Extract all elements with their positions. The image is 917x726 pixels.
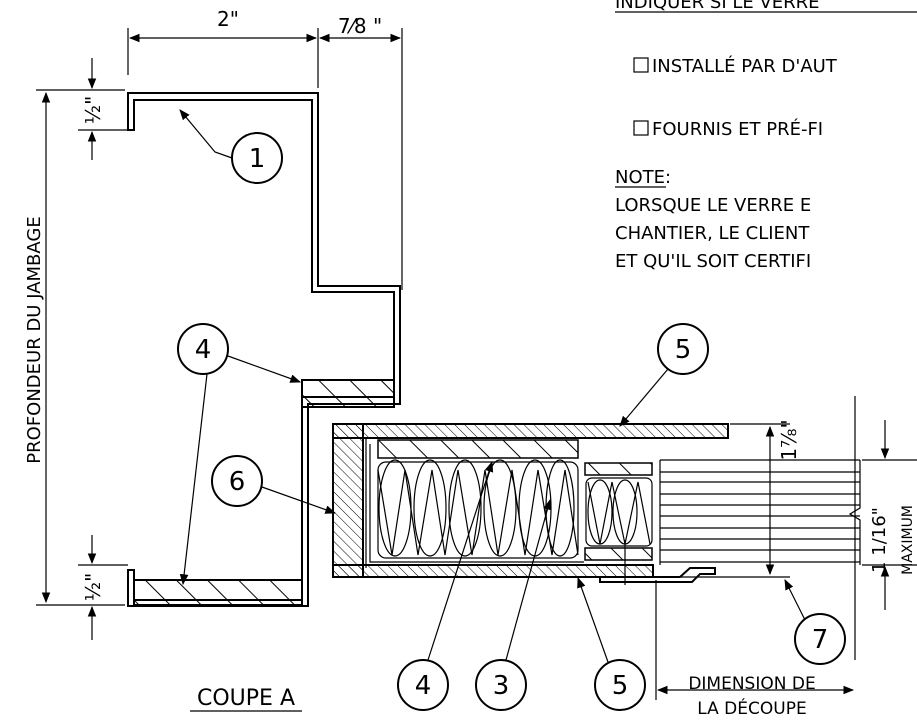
glass-notes: INDIQUER SI LE VERRE INSTALLÉ PAR D'AUT … [615,0,917,272]
dim-half-bottom: ½" [81,573,105,602]
dim-half-top: ½" [81,96,105,125]
option-supplied-checkbox[interactable] [633,120,649,136]
callout-5b: 5 [612,671,629,701]
reinforcement-lower [133,579,303,606]
note-line-1: LORSQUE LE VERRE E [615,195,811,216]
notes-header: INDIQUER SI LE VERRE [615,0,820,13]
callout-6: 6 [229,467,246,497]
top-dimensions: 2" 7⁄8 " [127,7,403,290]
option-installed-label: INSTALLÉ PAR D'AUT [652,55,838,77]
option-installed-checkbox[interactable] [633,57,649,73]
section-title: COUPE A [197,686,295,711]
glass-lite [659,459,861,565]
option-supplied-label: FOURNIS ET PRÉ-FI [652,118,823,140]
left-dimensions: PROFONDEUR DU JAMBAGE ½" ½" [24,58,128,640]
dim-glass-max: MAXIMUM [900,505,916,575]
callouts: 1 4 6 5 4 3 5 7 [177,109,846,711]
callout-1: 1 [249,144,266,174]
cutout-label-1: DIMENSION DE [688,674,815,694]
callout-3: 3 [493,671,510,701]
reinforcement-upper [301,379,395,408]
note-line-2: CHANTIER, LE CLIENT [615,223,810,244]
callout-4b: 4 [415,671,432,701]
dim-glass-thickness: 1 1/16" [869,507,890,573]
right-dimensions: 1⅞" 1 1/16" MAXIMUM DIMENSION DE LA DÉCO… [655,396,917,719]
dim-2in: 2" [217,7,239,31]
door-panel [332,423,861,585]
note-line-3: ET QU'IL SOIT CERTIFI [615,251,811,272]
cutout-label-2: LA DÉCOUPE [697,697,806,719]
callout-7: 7 [812,625,829,655]
callout-4a: 4 [195,335,212,365]
dim-7-8in: 7⁄8 " [338,14,382,38]
dim-panel-thickness: 1⅞" [777,419,801,460]
note-title: NOTE: [615,167,671,188]
jamb-depth-label: PROFONDEUR DU JAMBAGE [24,216,45,463]
callout-5a: 5 [675,335,692,365]
